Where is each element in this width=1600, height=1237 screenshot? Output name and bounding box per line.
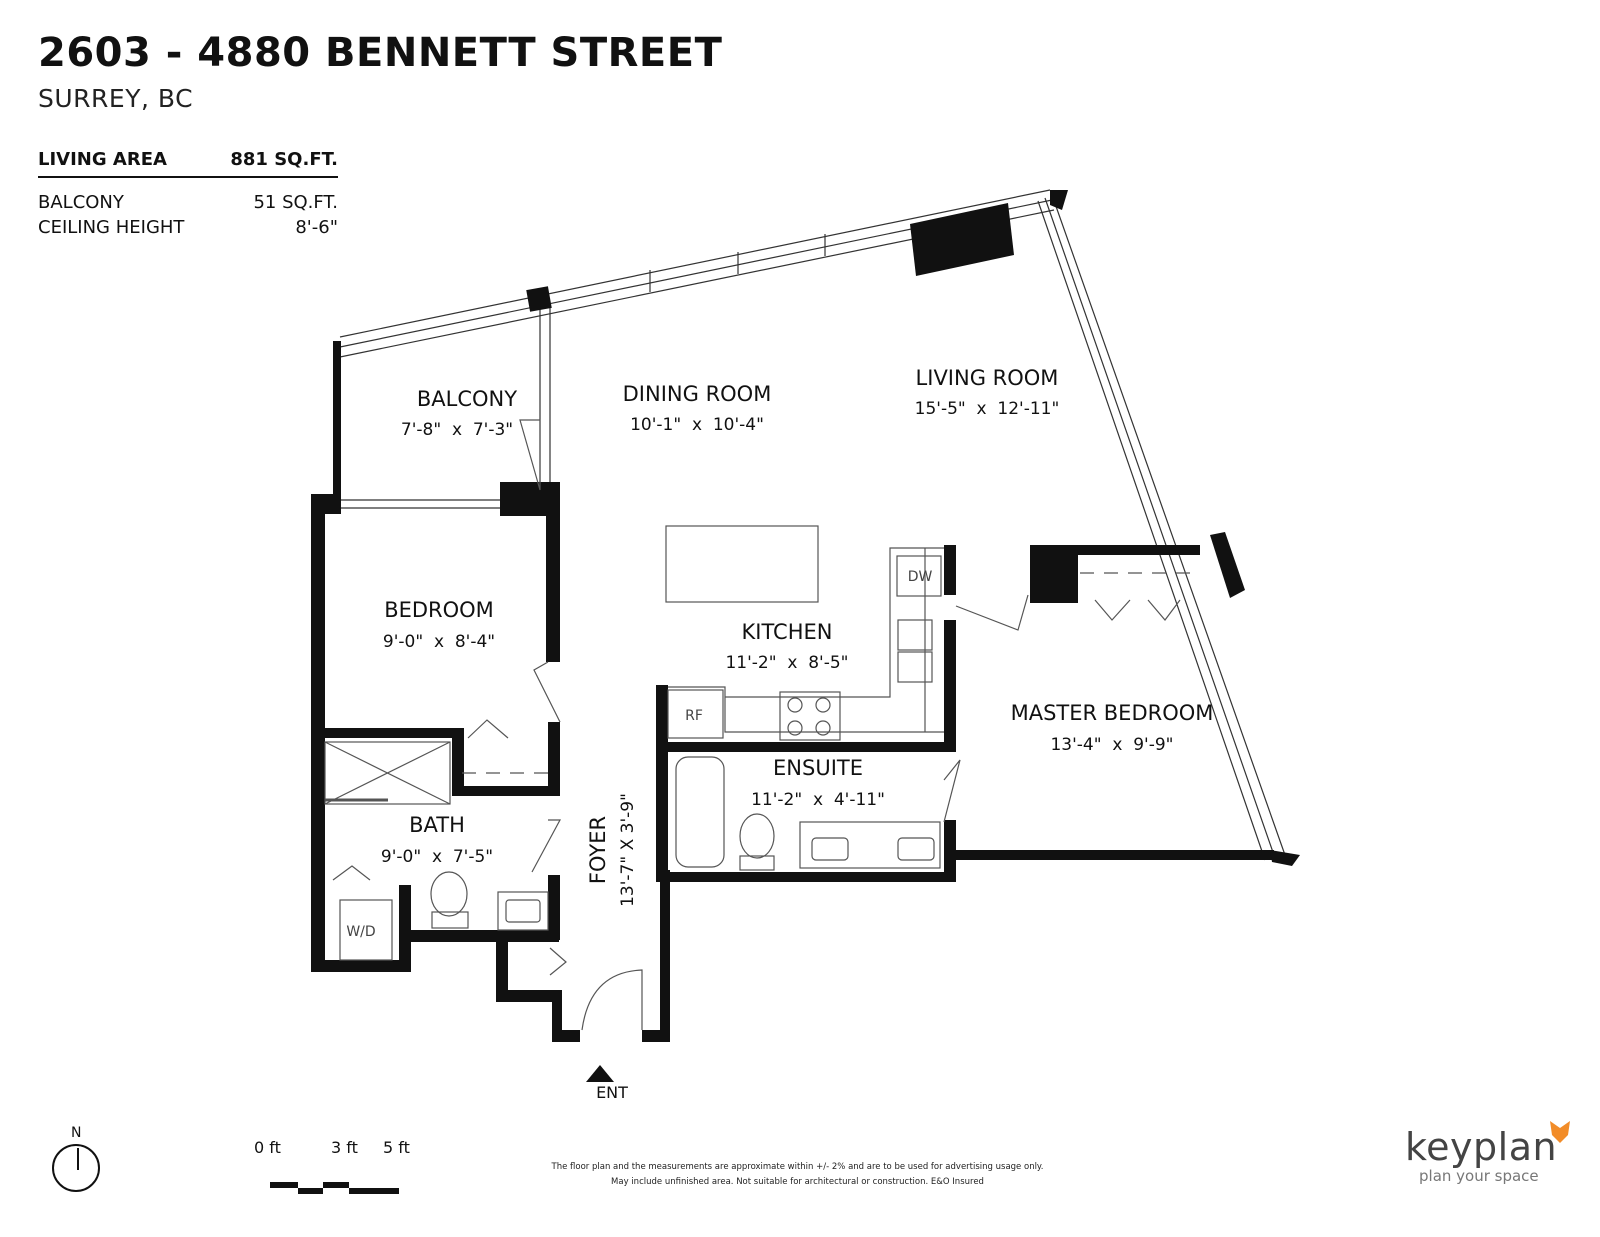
listing-location: SURREY, BC [38,84,194,113]
listing-title: 2603 - 4880 BENNETT STREET [38,30,723,76]
kitchen-dims: 11'-2" x 8'-5" [725,653,848,673]
balcony-dims: 7'-8" x 7'-3" [401,420,513,440]
stat-balcony: BALCONY 51 SQ.FT. [38,190,338,215]
walls [311,190,1300,1042]
washer-dryer [339,899,393,961]
area-stats: LIVING AREA 881 SQ.FT. BALCONY 51 SQ.FT.… [38,142,338,240]
fixtures [324,419,1200,1031]
brand-logo: keyplan plan your space [1405,1121,1570,1185]
brand-tagline: plan your space [1419,1167,1539,1185]
stat-label: LIVING AREA [38,148,167,170]
bath-dims: 9'-0" x 7'-5" [381,847,493,867]
foyer-label: FOYER [586,816,610,884]
stat-value: 8'-6" [295,217,338,238]
stat-living-area: LIVING AREA 881 SQ.FT. [38,142,338,178]
disclaimer: The floor plan and the measurements are … [520,1160,1075,1190]
fox-icon [1550,1121,1570,1143]
shower [324,741,451,805]
scale-label-3: 3 ft [331,1138,358,1157]
living-room-label: LIVING ROOM [916,366,1059,390]
entry-arrow [586,1065,614,1082]
kitchen-label: KITCHEN [742,620,833,644]
master-bedroom-label: MASTER BEDROOM [1011,701,1214,725]
compass-icon [52,1144,100,1192]
disclaimer-line-2: May include unfinished area. Not suitabl… [611,1177,984,1187]
master-bedroom-dims: 13'-4" x 9'-9" [1050,735,1173,755]
stat-value: 51 SQ.FT. [253,192,338,213]
bath-label: BATH [409,813,465,837]
entry-label: ENT [596,1083,628,1102]
bath-toilet [430,871,468,917]
fridge-label: RF [685,708,703,724]
kitchen-sink [897,619,933,651]
washer-dryer-label: W/D [346,924,375,940]
bedroom-dims: 9'-0" x 8'-4" [383,632,495,652]
stove [779,691,841,741]
foyer-dims: 13'-7" X 3'-9" [618,793,638,907]
dining-room-dims: 10'-1" x 10'-4" [630,415,764,435]
compass-north-label: N [71,1125,82,1141]
kitchen-island [665,525,819,603]
bath-vanity [497,891,549,931]
dining-room-label: DINING ROOM [623,382,772,406]
scale-label-0: 0 ft [254,1138,281,1157]
disclaimer-line-1: The floor plan and the measurements are … [551,1162,1044,1172]
living-room-dims: 15'-5" x 12'-11" [915,399,1060,419]
stat-ceiling-height: CEILING HEIGHT 8'-6" [38,215,338,240]
scale-label-5: 5 ft [383,1138,410,1157]
dishwasher [896,555,942,597]
ensuite-toilet [739,813,775,859]
ensuite-dims: 11'-2" x 4'-11" [751,790,885,810]
ensuite-vanity [799,821,941,869]
bedroom-label: BEDROOM [384,598,494,622]
ensuite-label: ENSUITE [773,756,863,780]
dishwasher-label: DW [908,569,933,585]
stat-value: 881 SQ.FT. [230,148,338,170]
balcony-label: BALCONY [417,387,517,411]
scale-bar [270,1182,399,1194]
stat-label: BALCONY [38,192,124,213]
bathtub [675,756,725,868]
stat-label: CEILING HEIGHT [38,217,185,238]
brand-name: keyplan [1405,1125,1558,1169]
fridge [667,689,724,739]
